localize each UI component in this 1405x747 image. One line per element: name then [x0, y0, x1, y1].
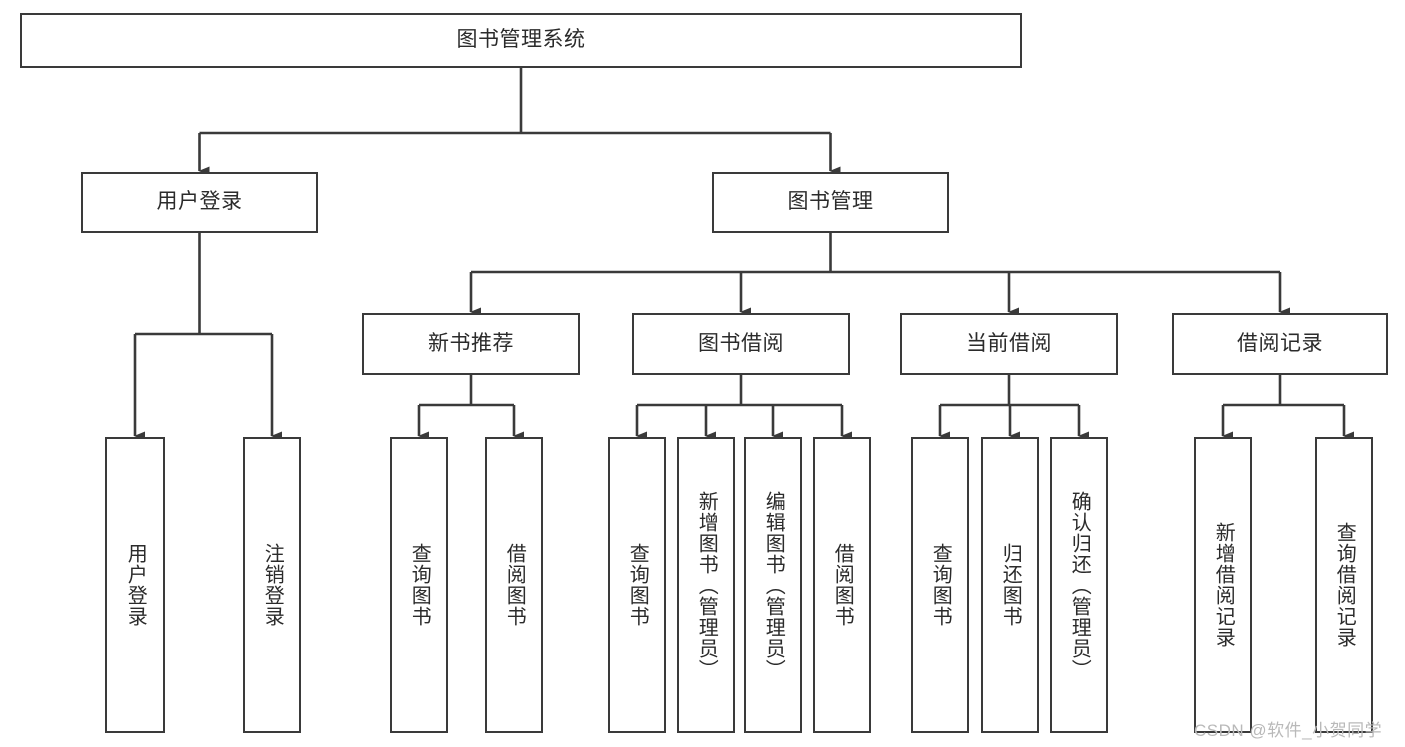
- node-label: 用户登录: [124, 543, 147, 627]
- edge-group: [133, 68, 1354, 441]
- node-leaf-add-record[interactable]: 新增借阅记录: [1194, 437, 1252, 733]
- node-label: 图书管理: [787, 190, 874, 214]
- node-label: 查询图书: [408, 543, 431, 627]
- node-leaf-borrow-book-1[interactable]: 借阅图书: [485, 437, 543, 733]
- node-leaf-query-book-1[interactable]: 查询图书: [390, 437, 448, 733]
- node-label: 新增图书（管理员）: [695, 490, 718, 680]
- node-label: 新增借阅记录: [1212, 522, 1235, 648]
- node-leaf-query-book-3[interactable]: 查询图书: [911, 437, 969, 733]
- node-current-borrow[interactable]: 当前借阅: [900, 313, 1118, 375]
- node-label: 图书管理系统: [456, 28, 586, 52]
- node-book-borrow[interactable]: 图书借阅: [632, 313, 850, 375]
- node-label: 确认归还（管理员）: [1068, 490, 1091, 680]
- node-leaf-return-book[interactable]: 归还图书: [981, 437, 1039, 733]
- node-label: 当前借阅: [966, 331, 1052, 355]
- node-new-book-recommend[interactable]: 新书推荐: [362, 313, 580, 375]
- watermark-label: CSDN @软件_小贺同学: [1194, 721, 1383, 740]
- node-label: 借阅记录: [1237, 331, 1323, 355]
- node-label: 编辑图书（管理员）: [762, 490, 785, 680]
- node-leaf-borrow-book-2[interactable]: 借阅图书: [813, 437, 871, 733]
- node-book-manage[interactable]: 图书管理: [712, 172, 949, 233]
- node-user-login[interactable]: 用户登录: [81, 172, 318, 233]
- node-leaf-user-login[interactable]: 用户登录: [105, 437, 165, 733]
- node-label: 查询图书: [929, 543, 952, 627]
- node-leaf-edit-book[interactable]: 编辑图书（管理员）: [744, 437, 802, 733]
- node-leaf-logout[interactable]: 注销登录: [243, 437, 301, 733]
- node-root[interactable]: 图书管理系统: [20, 13, 1022, 68]
- node-leaf-add-book[interactable]: 新增图书（管理员）: [677, 437, 735, 733]
- node-label: 查询借阅记录: [1333, 522, 1356, 648]
- node-label: 借阅图书: [831, 543, 854, 627]
- node-label: 借阅图书: [503, 543, 526, 627]
- node-borrow-record[interactable]: 借阅记录: [1172, 313, 1388, 375]
- node-label: 归还图书: [999, 543, 1022, 627]
- node-label: 注销登录: [261, 543, 284, 627]
- node-label: 图书借阅: [698, 331, 784, 355]
- node-leaf-confirm-return[interactable]: 确认归还（管理员）: [1050, 437, 1108, 733]
- node-label: 查询图书: [626, 543, 649, 627]
- node-label: 用户登录: [156, 190, 243, 214]
- node-leaf-query-record[interactable]: 查询借阅记录: [1315, 437, 1373, 733]
- node-label: 新书推荐: [428, 331, 514, 355]
- node-leaf-query-book-2[interactable]: 查询图书: [608, 437, 666, 733]
